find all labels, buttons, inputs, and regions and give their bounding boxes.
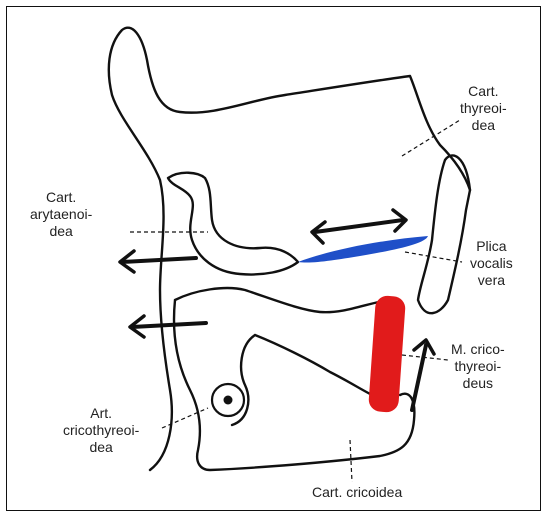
label-line: arytaenoi- (30, 206, 92, 223)
label-m-cricothyreoideus: M. crico- thyreoi- deus (451, 341, 505, 392)
leader-cart-thyreoidea (402, 120, 460, 156)
thyroid-anterior-edge (418, 155, 470, 313)
label-line: dea (460, 117, 507, 134)
label-line: M. crico- (451, 341, 505, 358)
cricoid-lamina-curve (232, 335, 378, 425)
label-line: dea (30, 223, 92, 240)
label-line: cricothyreoi- (63, 422, 139, 439)
label-line: deus (451, 375, 505, 392)
leader-cart-cricoidea (350, 440, 352, 482)
label-line: Cart. (460, 83, 507, 100)
leader-plica-vocalis (405, 252, 462, 262)
left-arrow-icon-lower (130, 316, 206, 337)
up-arrow-icon (412, 340, 434, 410)
leader-art-cricothyreoidea (162, 408, 208, 428)
label-art-cricothyreoidea: Art. cricothyreoi- dea (63, 405, 139, 456)
vocal-fold (298, 236, 428, 263)
label-cart-arytaenoidea: Cart. arytaenoi- dea (30, 189, 92, 240)
label-line: thyreoi- (460, 100, 507, 117)
label-line: vocalis (470, 255, 513, 272)
thyroid-cartilage-outline (109, 28, 470, 470)
left-arrow-icon-upper (120, 251, 196, 272)
label-line: vera (470, 272, 513, 289)
cricothyroid-joint-center (224, 396, 233, 405)
label-cart-cricoidea: Cart. cricoidea (312, 484, 402, 501)
label-line: Plica (470, 238, 513, 255)
label-line: dea (63, 439, 139, 456)
label-cart-thyreoidea: Cart. thyreoi- dea (460, 83, 507, 134)
label-plica-vocalis-vera: Plica vocalis vera (470, 238, 513, 289)
label-line: Art. (63, 405, 139, 422)
double-arrow-icon (312, 210, 406, 243)
label-line: Cart. (30, 189, 92, 206)
label-line: thyreoi- (451, 358, 505, 375)
